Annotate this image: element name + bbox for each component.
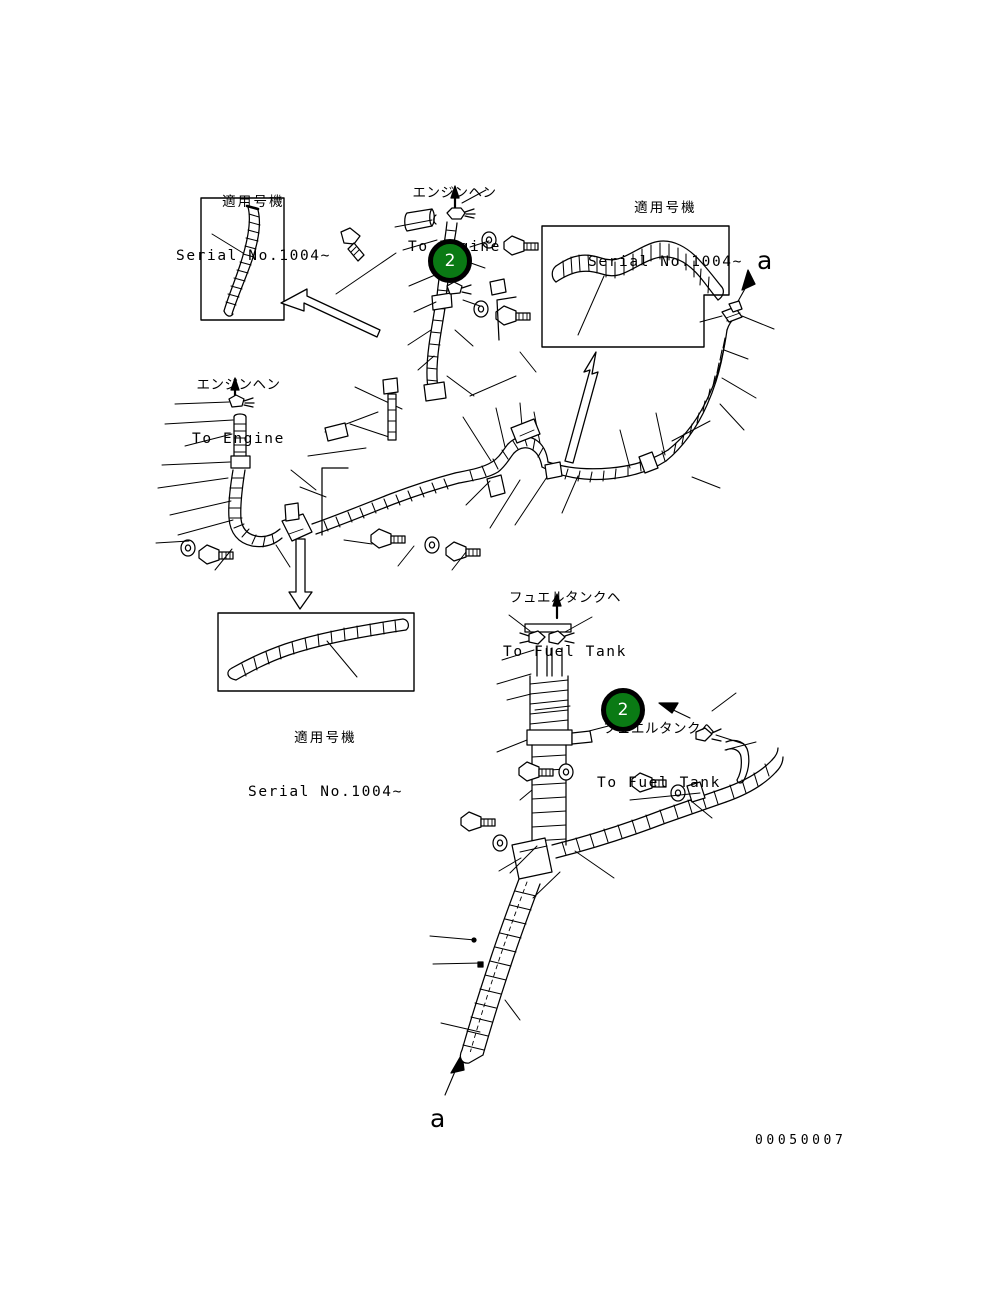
label-serial-bottom-jp: 適用号機 (294, 729, 357, 746)
part-fitting-engine-end (446, 207, 476, 220)
leader-lines-left (155, 401, 467, 571)
part-bracket-mid (324, 377, 399, 442)
label-serial-left: 適用号機 Serial No.1004~ (176, 157, 331, 303)
label-to-fuel-tank-upper: フュエルタンクヘ To Fuel Tank (503, 553, 627, 699)
label-to-engine-left-en: To Engine (192, 431, 285, 448)
leader-lines-upper (394, 189, 490, 397)
part-washer-b (473, 300, 489, 318)
leader-lines-lower (429, 614, 757, 1033)
part-fitting-fuel-2 (548, 630, 575, 645)
label-serial-bottom-en: Serial No.1004~ (248, 784, 403, 801)
part-washer-center-1 (424, 536, 440, 554)
ref-mark-a-top: a (757, 246, 773, 275)
label-serial-bottom: 適用号機 Serial No.1004~ (248, 693, 403, 839)
label-serial-right-en: Serial No.1004~ (588, 254, 743, 271)
callout-arrow-left (280, 288, 381, 338)
part-fitting-fuel-1 (519, 630, 546, 645)
direction-arrow-to-fuel-tank (552, 593, 562, 620)
part-fitting-fuel-end (695, 727, 722, 742)
label-to-fuel-tank-upper-jp: フュエルタンクヘ (508, 589, 621, 606)
part-washer-a (481, 231, 497, 249)
label-to-fuel-tank-upper-en: To Fuel Tank (503, 644, 627, 661)
part-washer-left-1 (180, 539, 196, 557)
item-badge-2-lower[interactable]: 2 (601, 688, 645, 732)
leader-lines-central (462, 315, 775, 529)
part-bolt-lower-3 (460, 811, 496, 832)
part-bolt-lower-2 (631, 772, 667, 793)
label-serial-right: 適用号機 Serial No.1004~ (588, 163, 743, 309)
left-engine-connector-group (180, 394, 481, 565)
direction-arrow-to-engine-top (450, 185, 460, 212)
part-bolt-c (340, 227, 365, 262)
central-hose-route (454, 300, 743, 498)
part-bolt-left-1 (198, 544, 234, 565)
inset-box-bottom (217, 612, 415, 692)
label-serial-left-jp: 適用号機 (222, 193, 285, 210)
inset-box-right (541, 225, 730, 348)
direction-arrow-to-fuel-tank-lower (658, 702, 691, 719)
upper-engine-connector-group (340, 207, 539, 402)
label-serial-right-jp: 適用号機 (634, 199, 697, 216)
part-bolt-a (503, 235, 539, 256)
part-washer-lower-3 (492, 834, 508, 852)
label-to-engine-top-jp: エンジンヘン (412, 184, 497, 201)
lower-fuel-tank-group (459, 623, 784, 1064)
callout-arrow-down (288, 538, 313, 610)
label-to-engine-left-jp: エンジンヘン (196, 376, 281, 393)
inset-box-left (200, 197, 285, 321)
part-bracket-mid-2 (510, 418, 541, 444)
drawing-number: 00050007 (755, 1133, 847, 1148)
part-sleeve-upper-left (404, 208, 437, 232)
part-bolt-b (495, 305, 531, 326)
part-bolt-center-2 (445, 541, 481, 562)
label-to-engine-left: エンジンヘン To Engine (192, 340, 285, 486)
part-washer-lower-1 (558, 763, 574, 781)
part-washer-lower-2 (670, 784, 686, 802)
item-badge-2-upper[interactable]: 2 (428, 239, 472, 283)
callout-arrow-up-right (564, 351, 599, 464)
part-fitting-lower (446, 281, 472, 295)
label-serial-left-en: Serial No.1004~ (176, 248, 331, 265)
part-bolt-lower-1 (518, 761, 554, 782)
ref-mark-a-bottom: a (430, 1104, 446, 1133)
part-fitting-left-engine (228, 394, 255, 408)
part-bolt-center-1 (370, 528, 406, 549)
label-to-fuel-tank-lower-en: To Fuel Tank (597, 775, 721, 792)
